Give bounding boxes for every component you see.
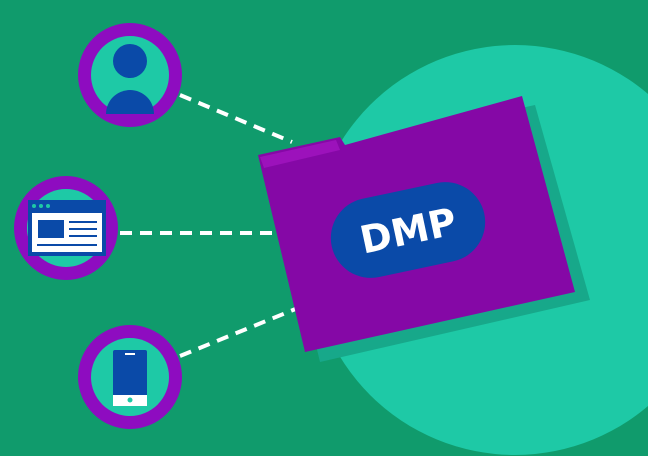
website-node [14,176,118,280]
connector-user [179,93,293,144]
folder-tab [260,140,340,168]
folder: DMP [258,96,590,362]
dmp-pill [330,182,486,278]
connector-mobile [179,306,299,358]
user-icon [106,44,154,114]
smartphone-icon [113,350,147,406]
mobile-node [78,325,182,429]
user-node [78,23,182,127]
browser-window-icon [28,200,106,256]
dmp-badge: DMP [330,182,486,278]
